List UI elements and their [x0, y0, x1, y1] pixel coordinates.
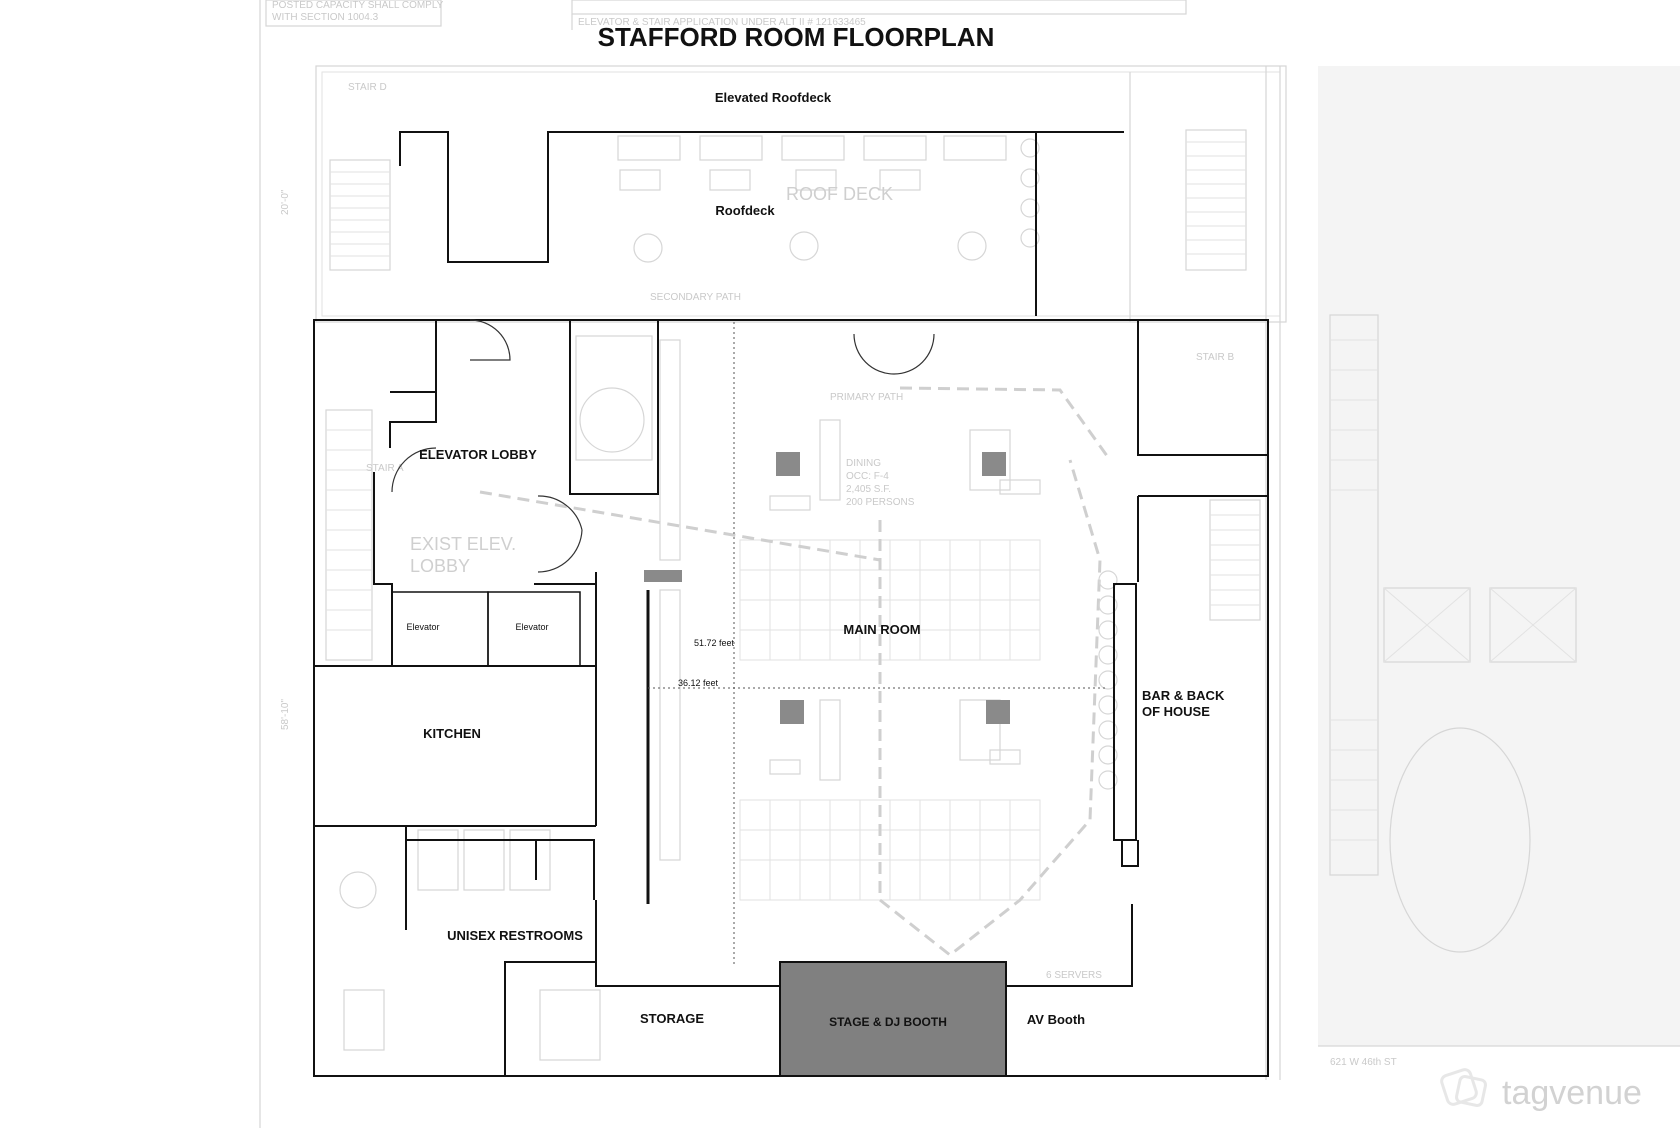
stage-dj-booth-label: STAGE & DJ BOOTH — [829, 1015, 947, 1029]
secondary-path-label: SECONDARY PATH — [650, 292, 741, 303]
stair-b: STAIR B — [1196, 352, 1261, 621]
elevated-roofdeck-label: Elevated Roofdeck — [715, 90, 832, 105]
stair-d-label-top: STAIR D — [348, 82, 387, 93]
main-room-label: MAIN ROOM — [843, 622, 920, 637]
roofdeck-label: Roofdeck — [715, 203, 775, 218]
roofdeck-stair-right — [1185, 129, 1247, 271]
capacity-note-line1: POSTED CAPACITY SHALL COMPLY — [272, 0, 444, 11]
unisex-restrooms-label: UNISEX RESTROOMS — [447, 928, 583, 943]
servers-label: 6 SERVERS — [1046, 970, 1102, 981]
elevator-left-label: Elevator — [406, 622, 439, 632]
stair-a: STAIR A — [325, 409, 404, 661]
roof-deck-ghost-label: ROOF DECK — [786, 184, 893, 204]
dining-line1: DINING — [846, 458, 881, 469]
capacity-note-line2: WITH SECTION 1004.3 — [272, 12, 379, 23]
column — [780, 700, 804, 724]
tagvenue-watermark: tagvenue — [1502, 1074, 1642, 1112]
primary-path-label: PRIMARY PATH — [830, 392, 903, 403]
main-room-grid — [739, 539, 1041, 901]
background-drawing: POSTED CAPACITY SHALL COMPLY WITH SECTIO… — [259, 0, 1680, 1128]
kitchen-label: KITCHEN — [423, 726, 481, 741]
horizontal-dimension-label: 36.12 feet — [678, 678, 719, 688]
dimension-58-label: 58'-10" — [280, 699, 291, 730]
vertical-dimension-label: 51.72 feet — [694, 638, 735, 648]
adjacent-building: 621 W 46th ST — [1318, 66, 1680, 1068]
door-swings — [391, 319, 935, 573]
main-level-walls — [313, 319, 1269, 1077]
main-room-furniture: 6 SERVERS — [659, 138, 1118, 981]
dimension-20-label: 20'-0" — [280, 189, 291, 215]
column — [986, 700, 1010, 724]
bar-back-label-line1: BAR & BACK — [1142, 688, 1225, 703]
roofdeck-stair-left: STAIR D — [329, 82, 391, 271]
exist-elev-ghost-line1: EXIST ELEV. — [410, 534, 516, 554]
elevator-right-label: Elevator — [515, 622, 548, 632]
elevator-application-note: ELEVATOR & STAIR APPLICATION UNDER ALT I… — [578, 17, 866, 28]
dining-line4: 200 PERSONS — [846, 497, 915, 508]
bar-back-label-line2: OF HOUSE — [1142, 704, 1210, 719]
column — [644, 570, 682, 582]
exist-elev-ghost-line2: LOBBY — [410, 556, 470, 576]
dining-line2: OCC: F-4 — [846, 471, 889, 482]
page-title: STAFFORD ROOM FLOORPLAN — [598, 22, 995, 52]
column — [776, 452, 800, 476]
dining-line3: 2,405 S.F. — [846, 484, 891, 495]
tagvenue-logo-icon — [1440, 1068, 1487, 1107]
address-label: 621 W 46th ST — [1330, 1057, 1397, 1068]
stage-dj-booth-area — [779, 961, 1007, 1077]
roofdeck-walls — [399, 131, 1124, 316]
stair-b-label: STAIR B — [1196, 352, 1234, 363]
column — [982, 452, 1006, 476]
av-booth-label: AV Booth — [1027, 1012, 1085, 1027]
stair-a-label: STAIR A — [366, 463, 404, 474]
roofdeck-furniture: ROOF DECK — [617, 135, 1007, 263]
storage-label: STORAGE — [640, 1011, 704, 1026]
elevator-lobby-label: ELEVATOR LOBBY — [419, 447, 537, 462]
restroom-fixtures — [339, 829, 601, 1061]
structural-columns — [644, 452, 1010, 724]
